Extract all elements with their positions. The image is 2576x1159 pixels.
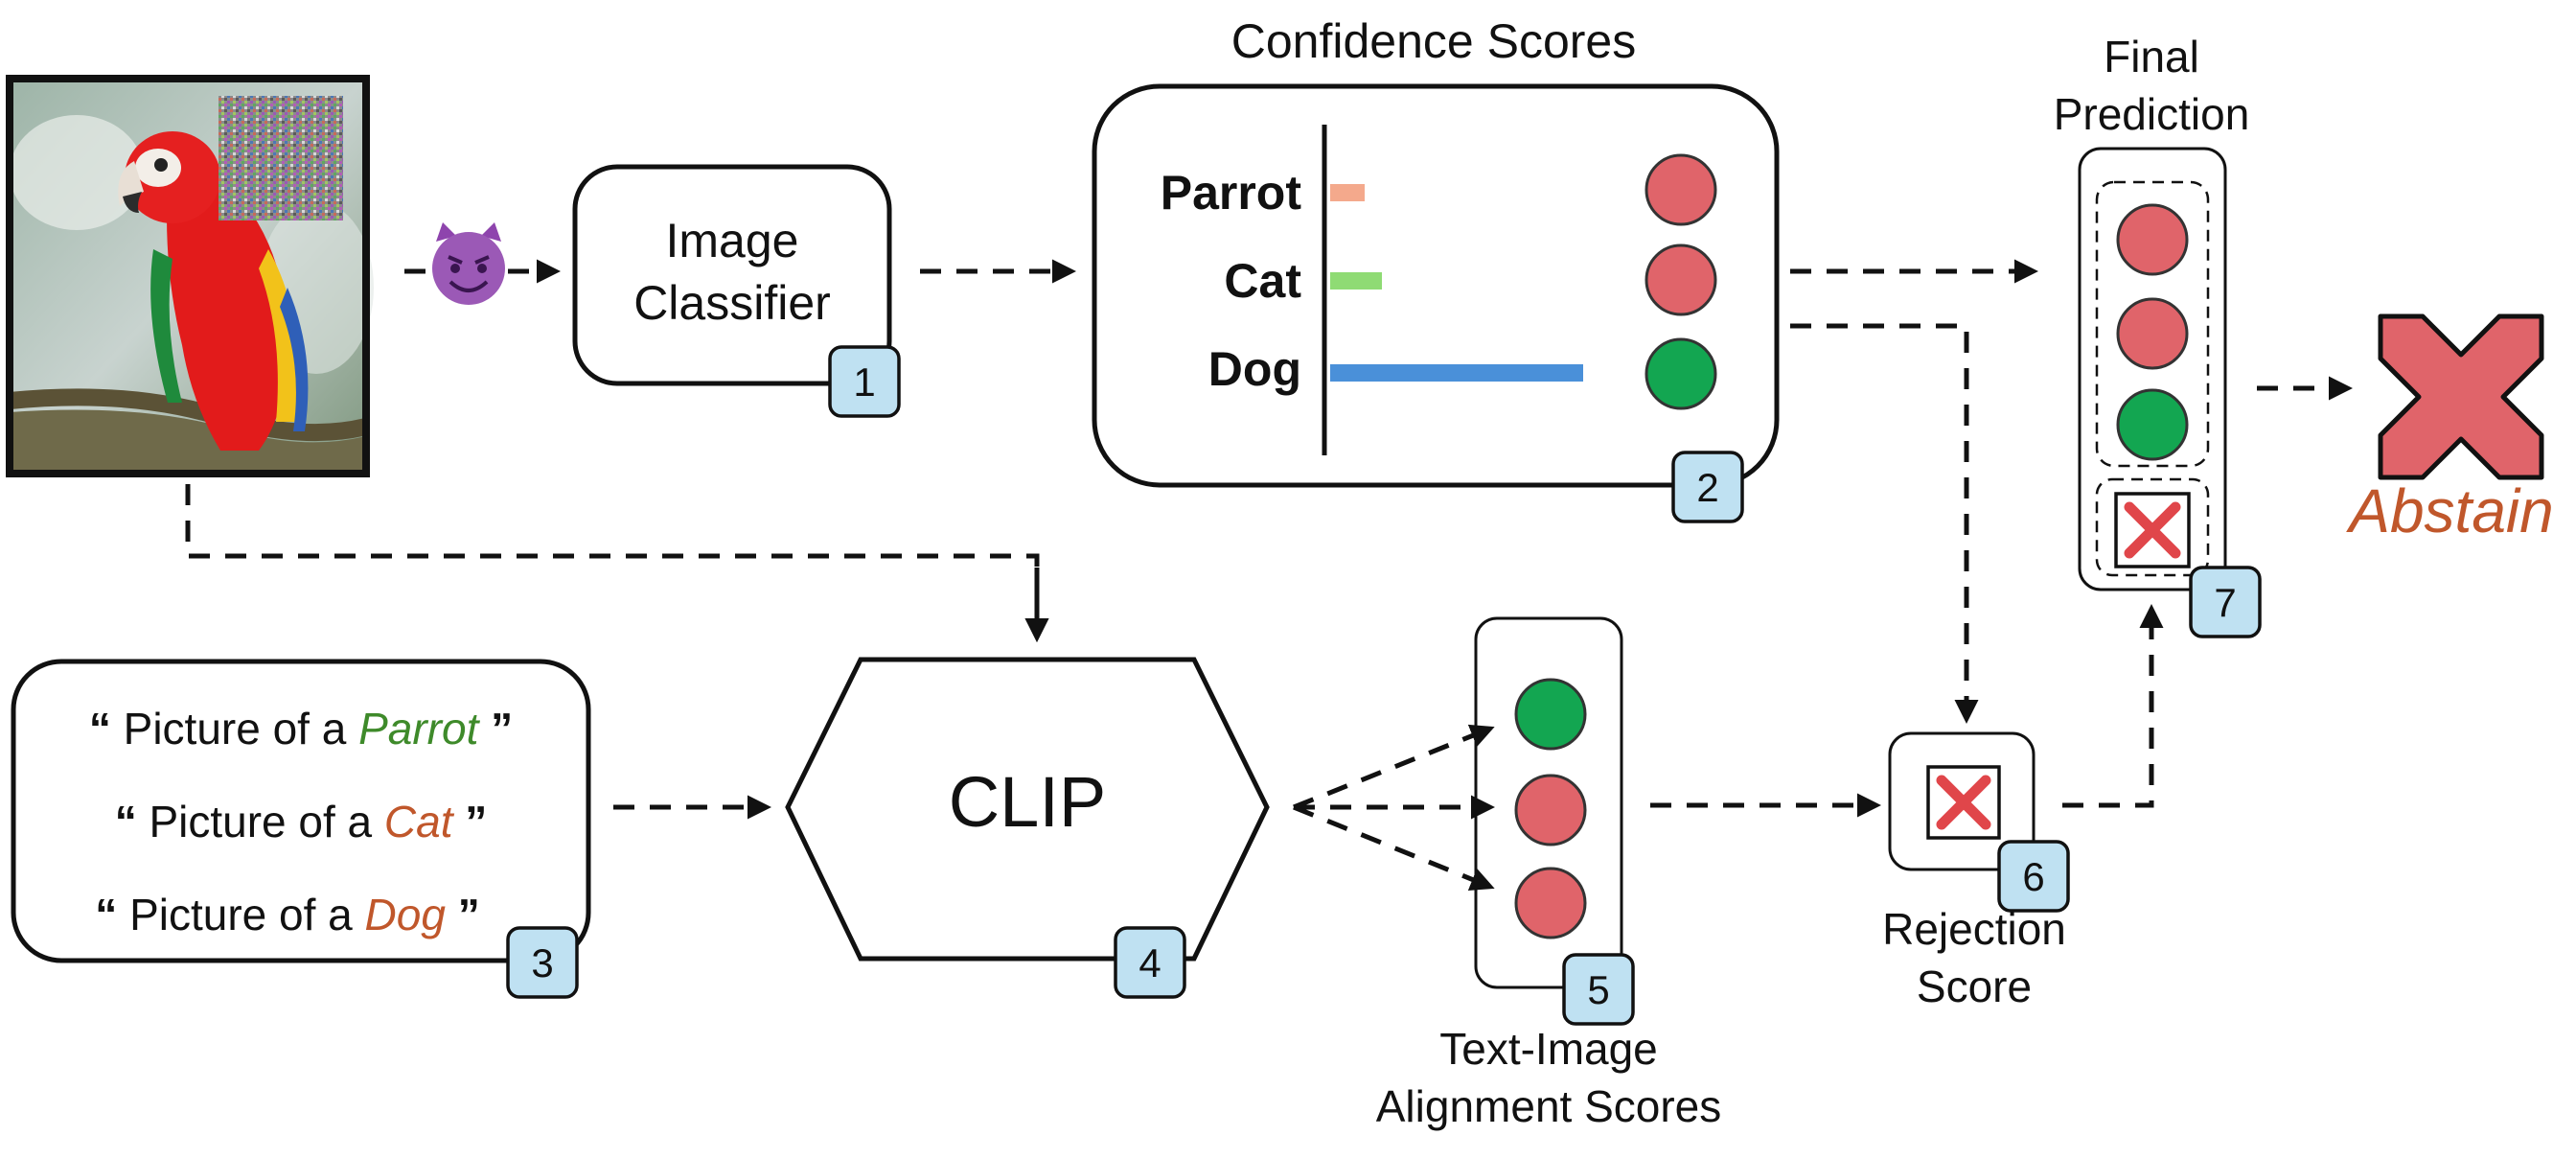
rejection-x-icon xyxy=(1926,765,2001,840)
final-prediction-box xyxy=(2078,147,2227,591)
devil-emoji-icon xyxy=(432,222,505,305)
alignment-box xyxy=(1474,616,1623,989)
confidence-label-parrot: Parrot xyxy=(1161,166,1302,220)
alignment-label-line1: Text-Image xyxy=(1439,1024,1658,1074)
rejection-box xyxy=(1888,731,2036,871)
parrot-figure xyxy=(118,131,309,451)
clip-box: CLIP xyxy=(785,657,1270,962)
step-badge-3: 3 xyxy=(506,926,579,999)
prompt-item: “ Picture of a Cat ” xyxy=(115,797,488,846)
confidence-bar-parrot xyxy=(1330,184,1365,201)
final-prediction-label-line2: Prediction xyxy=(2054,89,2250,139)
confidence-label-dog: Dog xyxy=(1208,342,1301,396)
confidence-row: Dog xyxy=(1208,337,1717,410)
text-prompts-box: “ Picture of a Parrot ” “ Picture of a C… xyxy=(11,659,591,963)
rejection-label-line1: Rejection xyxy=(1882,904,2066,954)
abstain-x-icon xyxy=(2378,313,2544,480)
step-badge-7: 7 xyxy=(2189,566,2262,638)
confidence-row: Parrot xyxy=(1161,153,1717,226)
prompt-item: “ Picture of a Parrot ” xyxy=(89,704,513,753)
image-classifier-label-line1: Image xyxy=(666,214,799,267)
confidence-rows: Parrot Cat Dog xyxy=(1161,153,1717,410)
alignment-circle xyxy=(1514,678,1587,751)
adversarial-patch xyxy=(218,96,343,220)
alignment-circle xyxy=(1514,774,1587,846)
confidence-label-cat: Cat xyxy=(1224,254,1301,308)
image-classifier-box: Image Classifier xyxy=(572,164,892,386)
confidence-title: Confidence Scores xyxy=(1231,14,1636,68)
arrows xyxy=(185,259,2353,892)
reject-x-icon xyxy=(2114,492,2191,568)
abstain-label: Abstain xyxy=(2345,476,2553,545)
alignment-circle xyxy=(1514,867,1587,939)
final-circle xyxy=(2116,203,2189,276)
final-prediction-label-line1: Final xyxy=(2104,32,2199,81)
clip-label: CLIP xyxy=(949,762,1107,842)
step-badge-5: 5 xyxy=(1562,953,1635,1026)
confidence-circle-cat xyxy=(1644,243,1717,316)
prompt-item: “ Picture of a Dog ” xyxy=(95,890,479,939)
step-badge-2: 2 xyxy=(1671,451,1744,523)
confidence-bar-cat xyxy=(1330,272,1382,290)
final-circle xyxy=(2116,388,2189,461)
svg-text:3: 3 xyxy=(531,940,553,985)
svg-text:4: 4 xyxy=(1138,940,1161,985)
rejection-label-line2: Score xyxy=(1917,962,2032,1011)
svg-text:6: 6 xyxy=(2022,854,2044,899)
confidence-circle-parrot xyxy=(1644,153,1717,226)
alignment-label-line2: Alignment Scores xyxy=(1376,1081,1722,1131)
step-badge-4: 4 xyxy=(1114,926,1186,999)
svg-text:7: 7 xyxy=(2214,580,2236,625)
svg-text:2: 2 xyxy=(1696,465,1718,510)
final-circle xyxy=(2116,297,2189,370)
step-badge-6: 6 xyxy=(1997,840,2070,913)
input-image xyxy=(6,75,374,477)
step-badge-1: 1 xyxy=(828,345,901,418)
confidence-bar-dog xyxy=(1330,364,1583,382)
confidence-circle-dog xyxy=(1644,337,1717,410)
svg-text:1: 1 xyxy=(853,359,875,405)
svg-text:5: 5 xyxy=(1587,967,1609,1012)
image-classifier-label-line2: Classifier xyxy=(633,276,831,330)
confidence-box: Parrot Cat Dog xyxy=(1092,83,1780,488)
confidence-row: Cat xyxy=(1224,243,1717,316)
